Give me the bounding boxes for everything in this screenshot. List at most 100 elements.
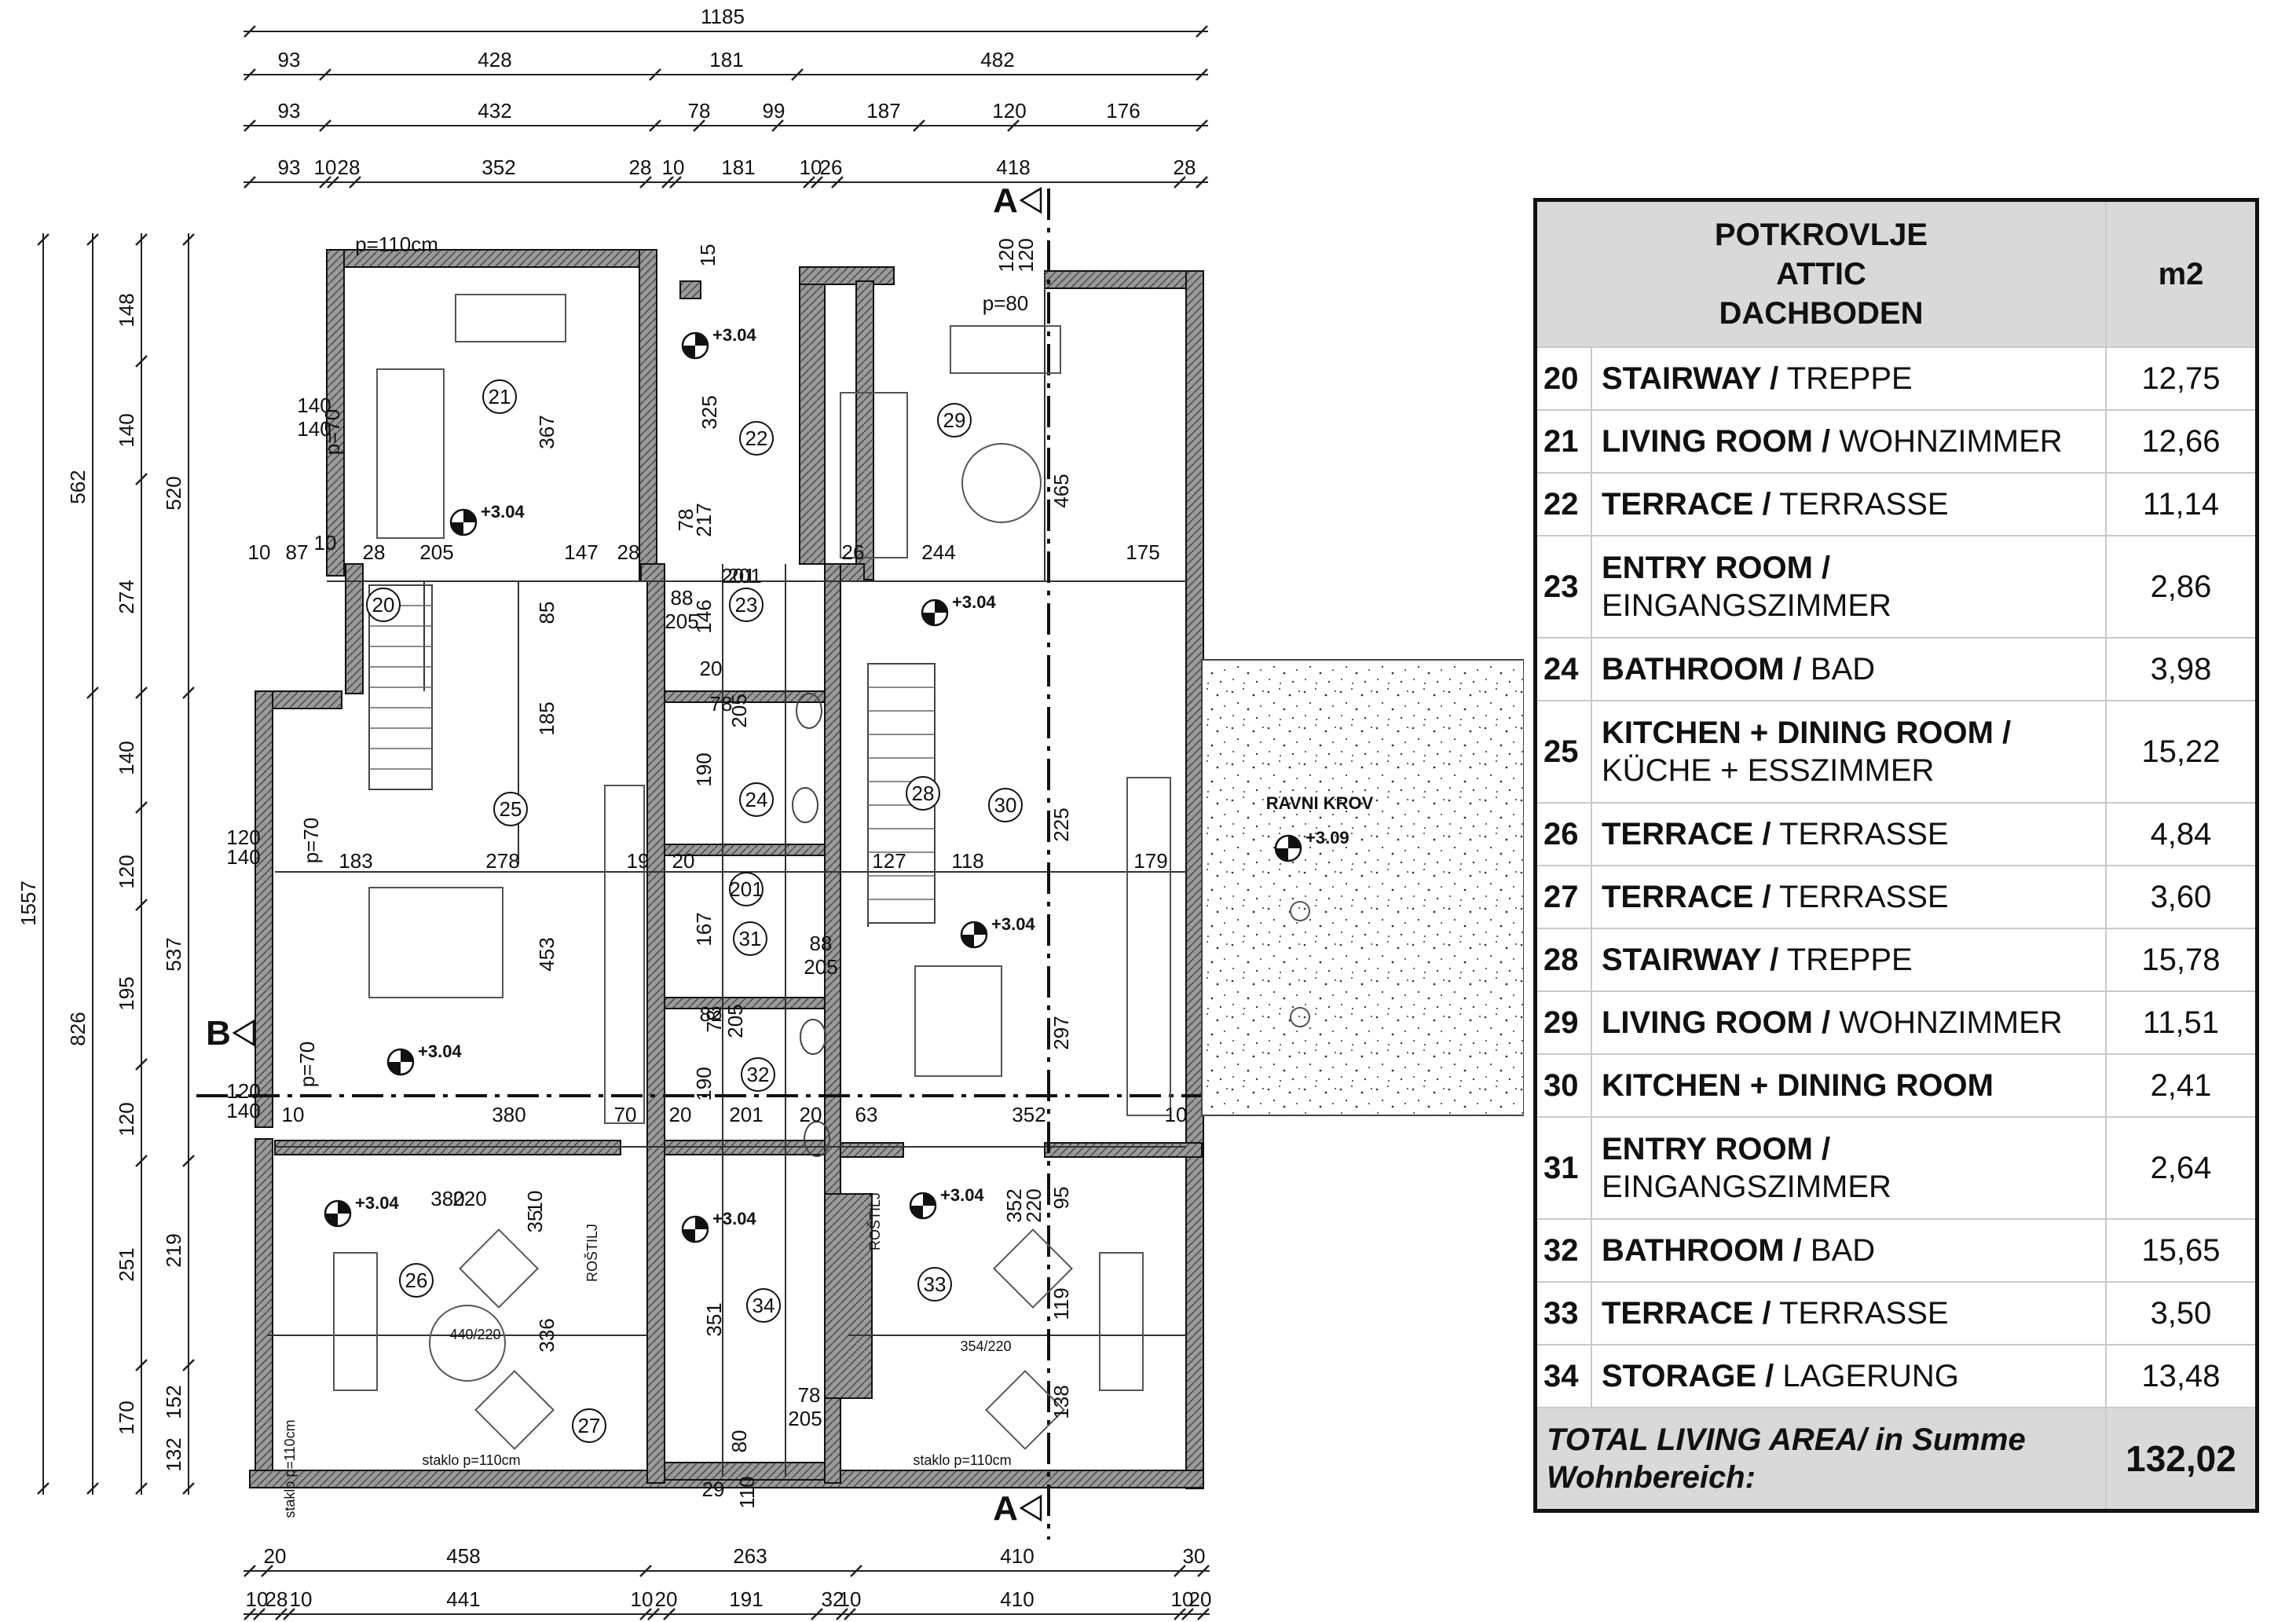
dimension-label: 195 [115, 976, 138, 1010]
dimension-tick [135, 233, 148, 246]
dimension-tick [647, 1608, 660, 1620]
dimension-tick [86, 687, 99, 699]
room-number: 26 [405, 1269, 428, 1292]
dimension-label: 80 [727, 1430, 751, 1453]
dimension-label: 1557 [16, 881, 40, 926]
dimension-tick [649, 68, 661, 81]
dimension-label: 352 [482, 156, 515, 179]
dimension-tick [1197, 1565, 1210, 1577]
dimension-label: 28 [1174, 156, 1196, 179]
dimension-label: 120 [992, 99, 1026, 123]
room-name-en: KITCHEN + DINING ROOM [1602, 1068, 1994, 1103]
plan-note: ROŠTILJ [584, 1224, 600, 1282]
dimension-tick [182, 687, 195, 699]
dimension-label: 217 [692, 503, 716, 536]
dimension-tick [913, 119, 925, 132]
toilet [800, 1019, 826, 1055]
wall [646, 563, 665, 1484]
dimension-label: 251 [115, 1247, 138, 1281]
dimension-label: 380 [430, 1187, 464, 1210]
dimension-label: 26 [842, 540, 865, 564]
plan-note: staklo p=110cm [422, 1452, 520, 1468]
dimension-tick [275, 1608, 287, 1620]
dimension-tick [135, 1482, 148, 1495]
dimension-label: 82 [700, 1002, 723, 1026]
dimension-label: 95 [1049, 1187, 1073, 1210]
room-number: 31 [1534, 1116, 1592, 1220]
room-name-en: LIVING ROOM / [1602, 1005, 1831, 1040]
dimension-label: 110 [735, 1476, 759, 1508]
room-name-en: TERRACE / [1602, 1296, 1771, 1331]
section-arrow [1019, 1494, 1042, 1522]
dimension-label: 428 [478, 48, 511, 71]
dimension-label: 219 [162, 1233, 185, 1267]
dimension-label: 1185 [701, 5, 745, 28]
dimension-label: 88 [671, 586, 694, 610]
dimension-label: 140 [297, 417, 331, 441]
wall [840, 1142, 904, 1158]
dimension-label: 88 [810, 932, 833, 955]
total-label-line-1: TOTAL LIVING AREA/ in Summe [1547, 1422, 2026, 1457]
room-name-en: TERRACE / [1602, 817, 1771, 851]
armchair [993, 1228, 1073, 1309]
dimension-label: 87 [286, 540, 309, 564]
dimension-label: 441 [446, 1587, 480, 1611]
total-label: TOTAL LIVING AREA/ in Summe Wohnbereich: [1534, 1407, 2107, 1512]
dimension-label: 410 [1000, 1587, 1034, 1611]
dimension-label: 191 [729, 1587, 763, 1611]
dimension-tick [1196, 119, 1208, 132]
plan-note: staklo p=110cm [282, 1419, 298, 1518]
dimension-label: 78 [688, 99, 711, 123]
dimension-label: 10 [839, 1587, 862, 1611]
dimension-label: 63 [855, 1103, 878, 1126]
level-label: +3.04 [481, 502, 525, 522]
dimension-label: 10 [1165, 1103, 1188, 1126]
dimension-label: 20 [700, 657, 723, 680]
room-number-badge [739, 782, 774, 817]
room-number: 27 [578, 1414, 601, 1437]
room-area: 15,22 [2105, 700, 2258, 804]
dimension-label: 28 [338, 156, 361, 179]
dimension-label: 10 [1171, 1587, 1194, 1611]
level-marker-fill [463, 510, 476, 522]
dimension-tick [639, 1565, 652, 1577]
room-number: 24 [745, 788, 768, 811]
dimension-tick [661, 176, 674, 189]
dimension-label: 146 [692, 599, 716, 633]
dimension-label: 167 [692, 912, 716, 946]
dimension-label: 201 [727, 564, 761, 588]
dimension-label: 28 [629, 156, 652, 179]
kitchen-counter [1126, 777, 1171, 1116]
dimension-label: 28 [265, 1587, 288, 1611]
dimension-label: 120 [226, 1079, 260, 1103]
room-name-de: TREPPE [1786, 943, 1913, 977]
room-number: 26 [1534, 802, 1592, 866]
section-arrow [1019, 186, 1042, 214]
room-name-de: WOHNZIMMER [1839, 1005, 2063, 1040]
level-marker-fill [961, 935, 974, 947]
plan-note: ROŠTILJ [866, 1192, 883, 1250]
dimension-label: 537 [162, 937, 185, 971]
armchair [474, 1370, 555, 1450]
room-number: 27 [1534, 865, 1592, 929]
armchair [985, 1370, 1065, 1450]
room-number: 29 [1534, 990, 1592, 1055]
wall [345, 563, 364, 694]
dimension-label: 336 [535, 1318, 558, 1352]
dimension-tick [669, 176, 682, 189]
room-name: KITCHEN + DINING ROOM /KÜCHE + ESSZIMMER [1591, 700, 2107, 804]
dimension-label: 20 [264, 1544, 287, 1568]
round-table [429, 1305, 506, 1382]
plan-note: staklo p=110cm [913, 1452, 1011, 1468]
room-area: 13,48 [2105, 1344, 2258, 1408]
dimension-tick [135, 473, 148, 485]
dimension-tick [803, 176, 815, 189]
room-number-badge [733, 921, 767, 956]
dimension-label: 175 [1126, 540, 1159, 564]
room-name-de: LAGERUNG [1782, 1359, 1959, 1393]
room-number: 22 [1534, 472, 1592, 536]
dimension-label: 10 [282, 1103, 305, 1126]
